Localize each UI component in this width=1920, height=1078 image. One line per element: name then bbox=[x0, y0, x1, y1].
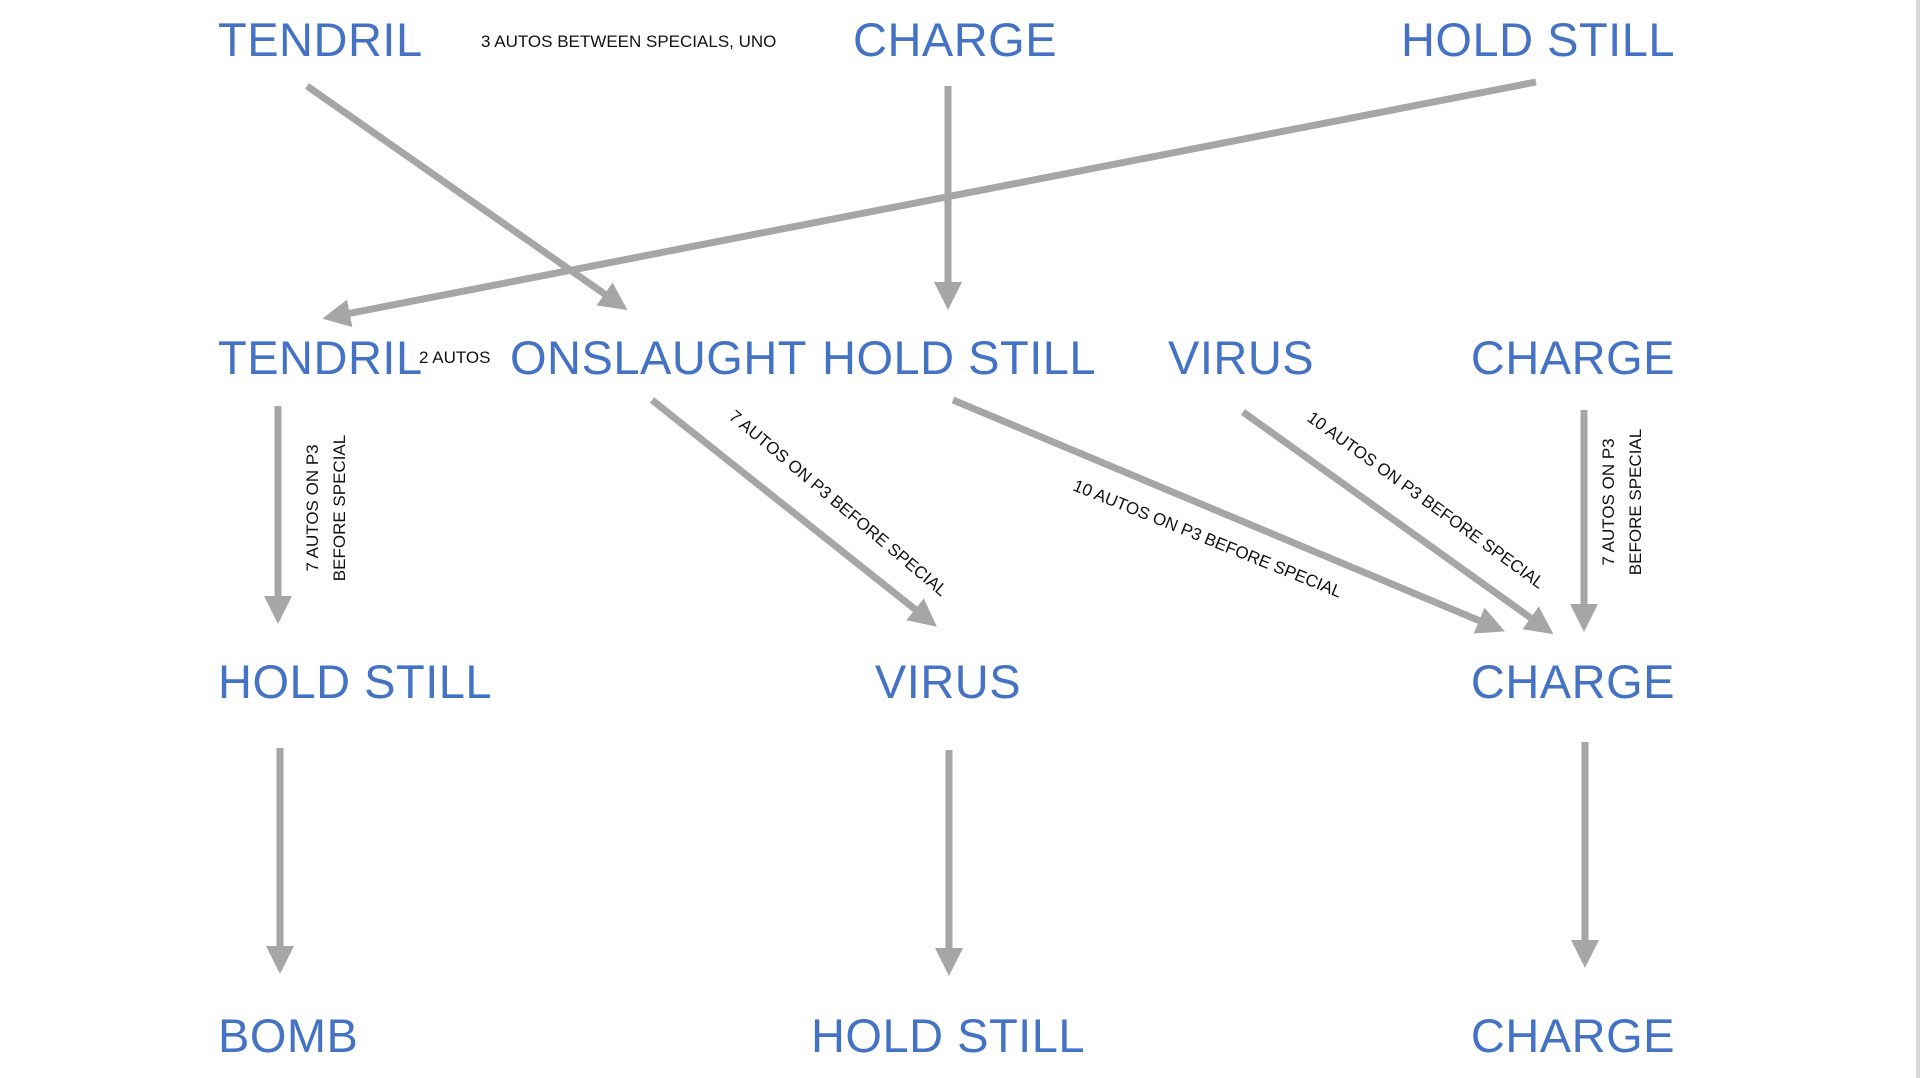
node-tendril-mid: TENDRIL bbox=[218, 331, 423, 384]
node-tendril-top: TENDRIL bbox=[218, 13, 423, 66]
node-charge-bottom: CHARGE bbox=[1471, 1009, 1675, 1062]
node-hold-still-bottom: HOLD STILL bbox=[811, 1009, 1085, 1062]
node-hold-still-top: HOLD STILL bbox=[1401, 13, 1675, 66]
node-charge-row3: CHARGE bbox=[1471, 655, 1675, 708]
note-left-line1: 7 AUTOS ON P3 bbox=[303, 444, 322, 571]
arrow-onslaught-to-virus bbox=[649, 397, 937, 627]
node-charge-mid: CHARGE bbox=[1471, 331, 1675, 384]
arrow-tendril-to-onslaught bbox=[304, 83, 628, 311]
right-edge-border bbox=[1916, 0, 1920, 1078]
node-hold-still-mid: HOLD STILL bbox=[822, 331, 1096, 384]
note-left-line2: BEFORE SPECIAL bbox=[330, 435, 349, 581]
note-onslaught-virus: 7 AUTOS ON P3 BEFORE SPECIAL bbox=[725, 407, 950, 601]
node-virus-row3: VIRUS bbox=[875, 655, 1021, 708]
node-charge-top: CHARGE bbox=[853, 13, 1057, 66]
note-right-line1: 7 AUTOS ON P3 bbox=[1599, 438, 1618, 565]
arrow-virus-to-charge bbox=[1240, 409, 1554, 635]
note-right-line2: BEFORE SPECIAL bbox=[1626, 429, 1645, 575]
note-hold-still-charge: 10 AUTOS ON P3 BEFORE SPECIAL bbox=[1071, 476, 1345, 601]
node-onslaught: ONSLAUGHT bbox=[510, 331, 807, 384]
node-bomb: BOMB bbox=[218, 1009, 358, 1062]
arrow-hold-still-to-tendril bbox=[322, 78, 1537, 328]
note-autos-between-specials: 3 AUTOS BETWEEN SPECIALS, UNO bbox=[481, 32, 776, 51]
node-virus-mid: VIRUS bbox=[1168, 331, 1314, 384]
node-hold-still-row3: HOLD STILL bbox=[218, 655, 492, 708]
note-two-autos: 2 AUTOS bbox=[419, 348, 491, 367]
arrow-hold-still-to-charge bbox=[951, 396, 1505, 634]
